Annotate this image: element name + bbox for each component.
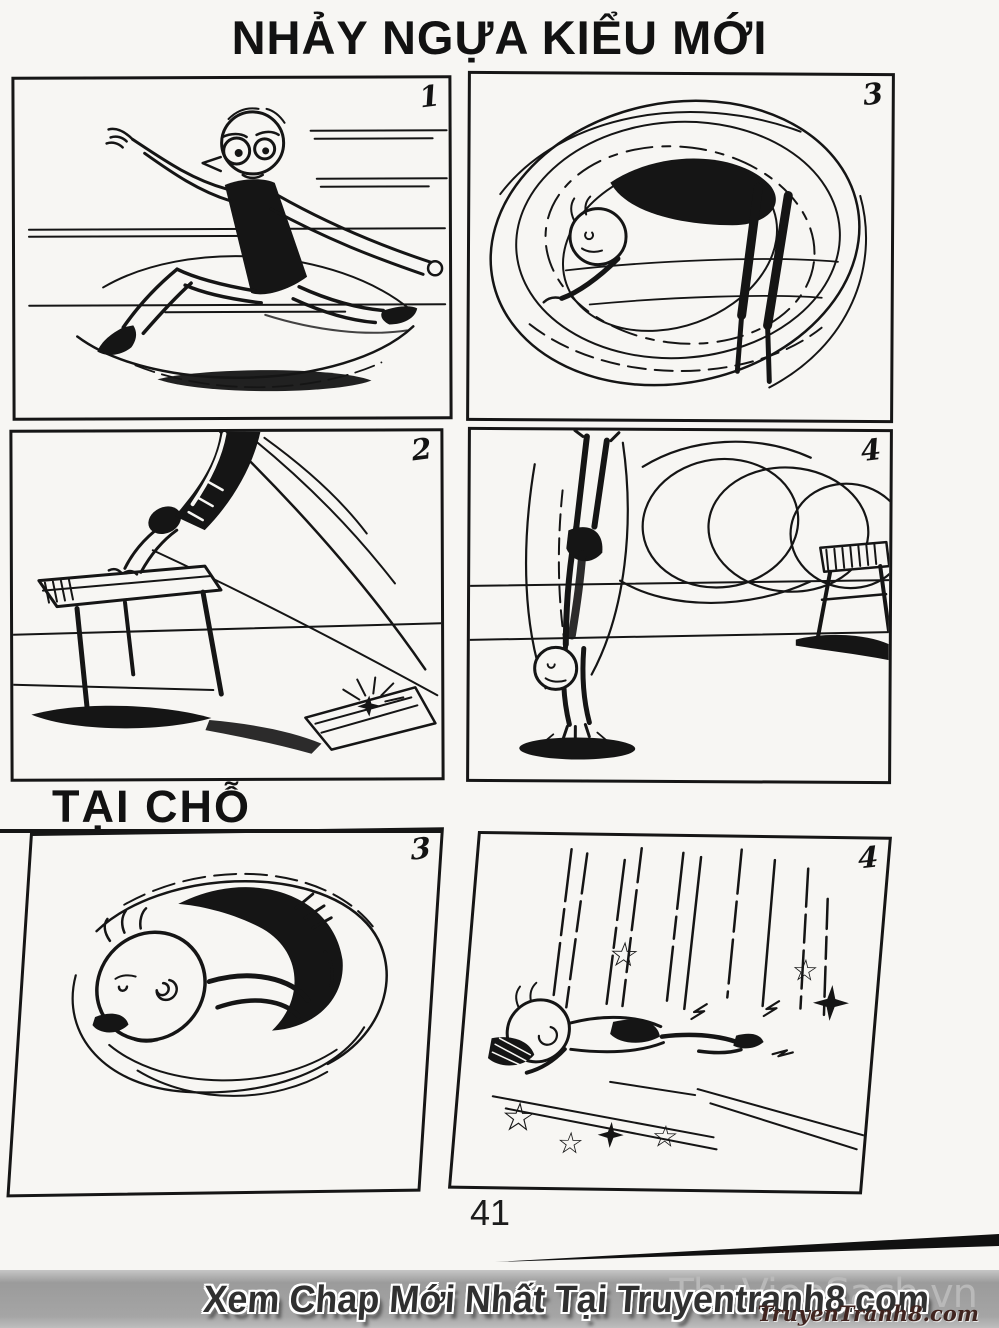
panel-number: 2 — [409, 431, 434, 468]
panel-number: 1 — [417, 78, 442, 115]
panel-2-artwork-vault — [12, 431, 442, 754]
panel-3-top-artwork-spin — [489, 99, 868, 389]
svg-text:☆: ☆ — [607, 935, 641, 975]
panel-4-mid-artwork-handstand — [469, 429, 890, 760]
panel-number: 4 — [858, 431, 883, 469]
panel-1-frame: 1 — [11, 75, 453, 421]
page-number: 41 — [469, 1192, 511, 1233]
section-heading: TẠI CHỖ — [52, 781, 251, 832]
svg-text:☆: ☆ — [499, 1094, 539, 1140]
panel-4-bottom-artwork-crash: ☆ ☆ ☆ ☆ ☆ — [487, 847, 865, 1161]
panel-4-bottom-frame: ☆ ☆ ☆ ☆ ☆ 4 — [447, 831, 892, 1195]
panel-number: 3 — [860, 75, 885, 113]
panel-number: 4 — [857, 839, 879, 876]
panel-3-bottom-frame: 3 — [6, 827, 444, 1198]
panel-4-mid-frame: 4 — [466, 426, 893, 785]
footer-strip — [0, 1270, 999, 1328]
panel-number: 3 — [409, 830, 432, 867]
watermark-truyentranh8: TruyenTranh8.com — [757, 1301, 979, 1326]
watermark-thuviensach: ThuVienSach.vn — [669, 1271, 978, 1317]
heading-underline — [0, 829, 442, 833]
panel-2-frame: 2 — [9, 428, 445, 782]
svg-text:☆: ☆ — [790, 953, 820, 988]
svg-text:☆: ☆ — [650, 1120, 680, 1155]
scan-artifact-line — [495, 1234, 999, 1262]
page-title: NHẢY NGỰA KIỂU MỚI — [231, 11, 768, 64]
panel-3-top-frame: 3 — [466, 70, 895, 424]
svg-text:☆: ☆ — [555, 1126, 585, 1161]
panel-3-bottom-artwork-ball-spin — [71, 872, 388, 1097]
panel-1-artwork-runner — [27, 107, 448, 392]
